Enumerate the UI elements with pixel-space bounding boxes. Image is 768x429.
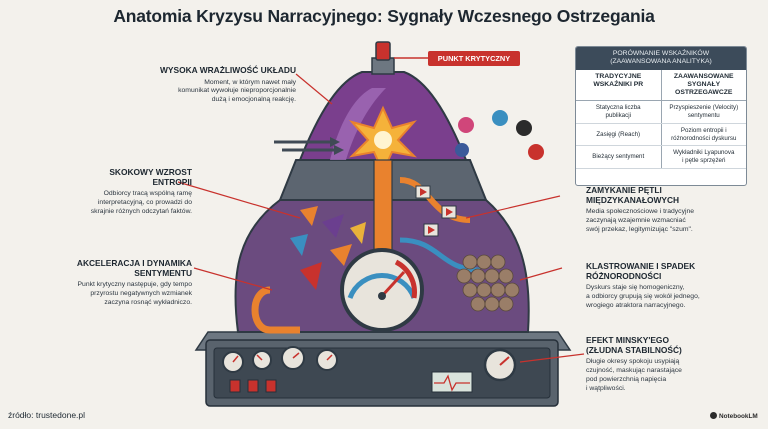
callout-minsky: EFEKT MINSKY'EGO (ZŁUDNA STABILNOŚĆ) Dłu… (586, 335, 736, 394)
callout-entropy-heading: SKOKOWY WZROST ENTROPII (109, 167, 192, 187)
table-row: Bieżący sentyment Wykładniki Lyapunova i… (576, 145, 746, 169)
pulse-monitor (431, 371, 473, 393)
instagram-icon (458, 117, 474, 133)
callout-acceleration-body: Punkt krytyczny następuje, gdy tempo prz… (77, 281, 192, 306)
callout-minsky-heading: EFEKT MINSKY'EGO (ZŁUDNA STABILNOŚĆ) (586, 335, 682, 355)
table-cell: Wykładniki Lyapunova i pętle sprzężeń (660, 145, 746, 169)
toggle-switch-2 (247, 379, 259, 393)
table-cell: Poziom entropii i różnorodności dyskursu (660, 123, 746, 147)
sentiment-gauge (340, 248, 424, 332)
callout-loop-heading: ZAMYKANIE PĘTLI MIĘDZYKANAŁOWYCH (586, 185, 680, 205)
table-cell: Statyczna liczba publikacji (576, 100, 661, 124)
table-cell: Przyspieszenie (Velocity) sentymentu (660, 100, 746, 124)
callout-clustering: KLASTROWANIE I SPADEK RÓŻNORODNOŚCI Dysk… (586, 261, 746, 311)
toggle-switch-3 (265, 379, 277, 393)
page-title: Anatomia Kryzysu Narracyjnego: Sygnały W… (113, 6, 655, 26)
cluster-spheres (456, 254, 520, 312)
gauge-small-1 (222, 351, 244, 373)
callout-minsky-body: Długie okresy spokoju usypiają czujność,… (586, 358, 682, 392)
gauge-small-2 (252, 350, 272, 370)
source-credit: źródło: trustedone.pl (8, 410, 86, 420)
callout-clustering-body: Dyskurs staje się homogeniczny, a odbior… (586, 284, 700, 309)
callout-sensitivity: WYSOKA WRAŻLIWOŚĆ UKŁADU Moment, w który… (126, 65, 296, 105)
table-row: Zasięgi (Reach) Poziom entropii i różnor… (576, 123, 746, 147)
callout-connectors (177, 73, 585, 363)
youtube-icon (528, 144, 544, 160)
callout-acceleration: AKCELERACJA I DYNAMIKA SENTYMENTU Punkt … (24, 258, 192, 308)
twitter-icon (492, 110, 508, 126)
callout-loop: ZAMYKANIE PĘTLI MIĘDZYKANAŁOWYCH Media s… (586, 185, 736, 235)
gauge-small-5 (483, 348, 517, 382)
comparison-panel: PORÓWNANIE WSKAŹNIKÓW (ZAAWANSOWANA ANAL… (575, 46, 747, 186)
callout-sensitivity-body: Moment, w którym nawet mały komunikat wy… (178, 78, 296, 104)
table-cell: Zasięgi (Reach) (576, 123, 661, 147)
comparison-panel-header: PORÓWNANIE WSKAŹNIKÓW (ZAAWANSOWANA ANAL… (576, 47, 746, 70)
social-icons (455, 110, 544, 160)
column-header-traditional: TRADYCYJNE WSKAŹNIKI PR (576, 69, 661, 102)
input-arrows (274, 140, 334, 152)
callout-acceleration-heading: AKCELERACJA I DYNAMIKA SENTYMENTU (76, 258, 192, 278)
critical-point-label: PUNKT KRYTYCZNY (428, 51, 520, 66)
channel-tiles (415, 185, 457, 237)
entropy-shards (290, 206, 366, 290)
tiktok-icon (516, 120, 532, 136)
callout-loop-body: Media społecznościowe i tradycyjne zaczy… (586, 208, 695, 233)
brand-logo-icon (710, 412, 717, 419)
brand-watermark: NotebookLM (710, 412, 758, 420)
pipe-right-upper (399, 177, 471, 223)
callout-entropy: SKOKOWY WZROST ENTROPII Odbiorcy tracą w… (36, 167, 192, 217)
facebook-icon (455, 143, 469, 157)
toggle-switch-1 (229, 379, 241, 393)
comparison-table: TRADYCYJNE WSKAŹNIKI PR ZAAWANSOWANE SYG… (576, 69, 746, 169)
gauge-small-4 (316, 349, 338, 371)
pipe-left (251, 286, 300, 334)
alarm-light (375, 41, 391, 61)
table-cell: Bieżący sentyment (576, 145, 661, 169)
gauge-small-3 (281, 346, 305, 370)
callout-sensitivity-heading: WYSOKA WRAŻLIWOŚĆ UKŁADU (160, 65, 296, 75)
callout-entropy-body: Odbiorcy tracą wspólną ramę interpretacy… (90, 190, 192, 215)
column-header-advanced: ZAAWANSOWANE SYGNAŁY OSTRZEGAWCZE (660, 69, 746, 102)
table-row: Statyczna liczba publikacji Przyspieszen… (576, 100, 746, 124)
callout-clustering-heading: KLASTROWANIE I SPADEK RÓŻNORODNOŚCI (586, 261, 696, 281)
